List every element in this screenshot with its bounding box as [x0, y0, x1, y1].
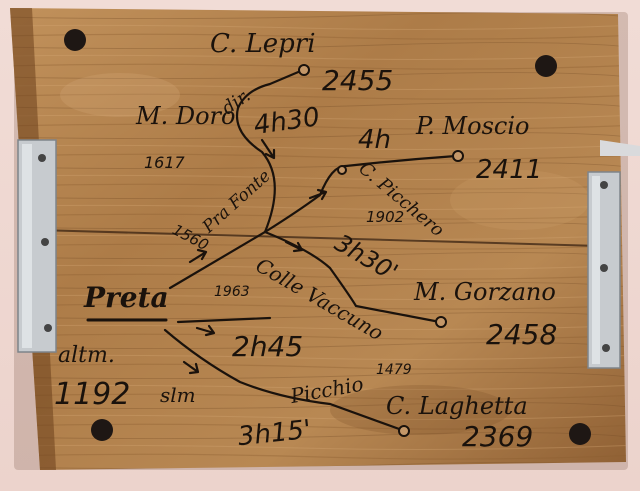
alt-p-moscio: 2411	[476, 155, 542, 185]
screw-heads	[64, 29, 591, 445]
label-m-gorzano: M. Gorzano	[413, 278, 556, 306]
time-to-moscio: 4h	[358, 125, 391, 155]
label-p-moscio: P. Moscio	[415, 112, 529, 140]
label-preta: Preta	[83, 281, 169, 314]
alt-c-laghetta: 2369	[462, 420, 533, 453]
alt-picchio: 1479	[376, 362, 412, 378]
alt-c-picchero: 1902	[366, 208, 404, 226]
label-c-laghetta: C. Laghetta	[386, 392, 528, 420]
alt-m-doro: 1617	[144, 153, 186, 172]
time-via-vaccuno: 2h45	[232, 330, 303, 363]
alt-preta: 1192	[54, 377, 130, 412]
metal-bracket-left	[17, 139, 57, 353]
alt-colle-vaccuno: 1963	[214, 284, 250, 300]
trail-paths	[86, 68, 458, 432]
label-m-doro: M. Doro	[135, 102, 235, 130]
label-c-lepri: C. Lepri	[210, 29, 316, 59]
alt-c-lepri: 2455	[322, 64, 393, 97]
trail-endpoints	[298, 64, 464, 437]
alt-m-gorzano: 2458	[486, 318, 557, 351]
label-alt-suffix: slm	[160, 383, 196, 407]
label-alt-prefix: altm.	[58, 343, 115, 368]
plank-seam	[37, 229, 601, 247]
metal-bracket-right	[587, 140, 640, 369]
